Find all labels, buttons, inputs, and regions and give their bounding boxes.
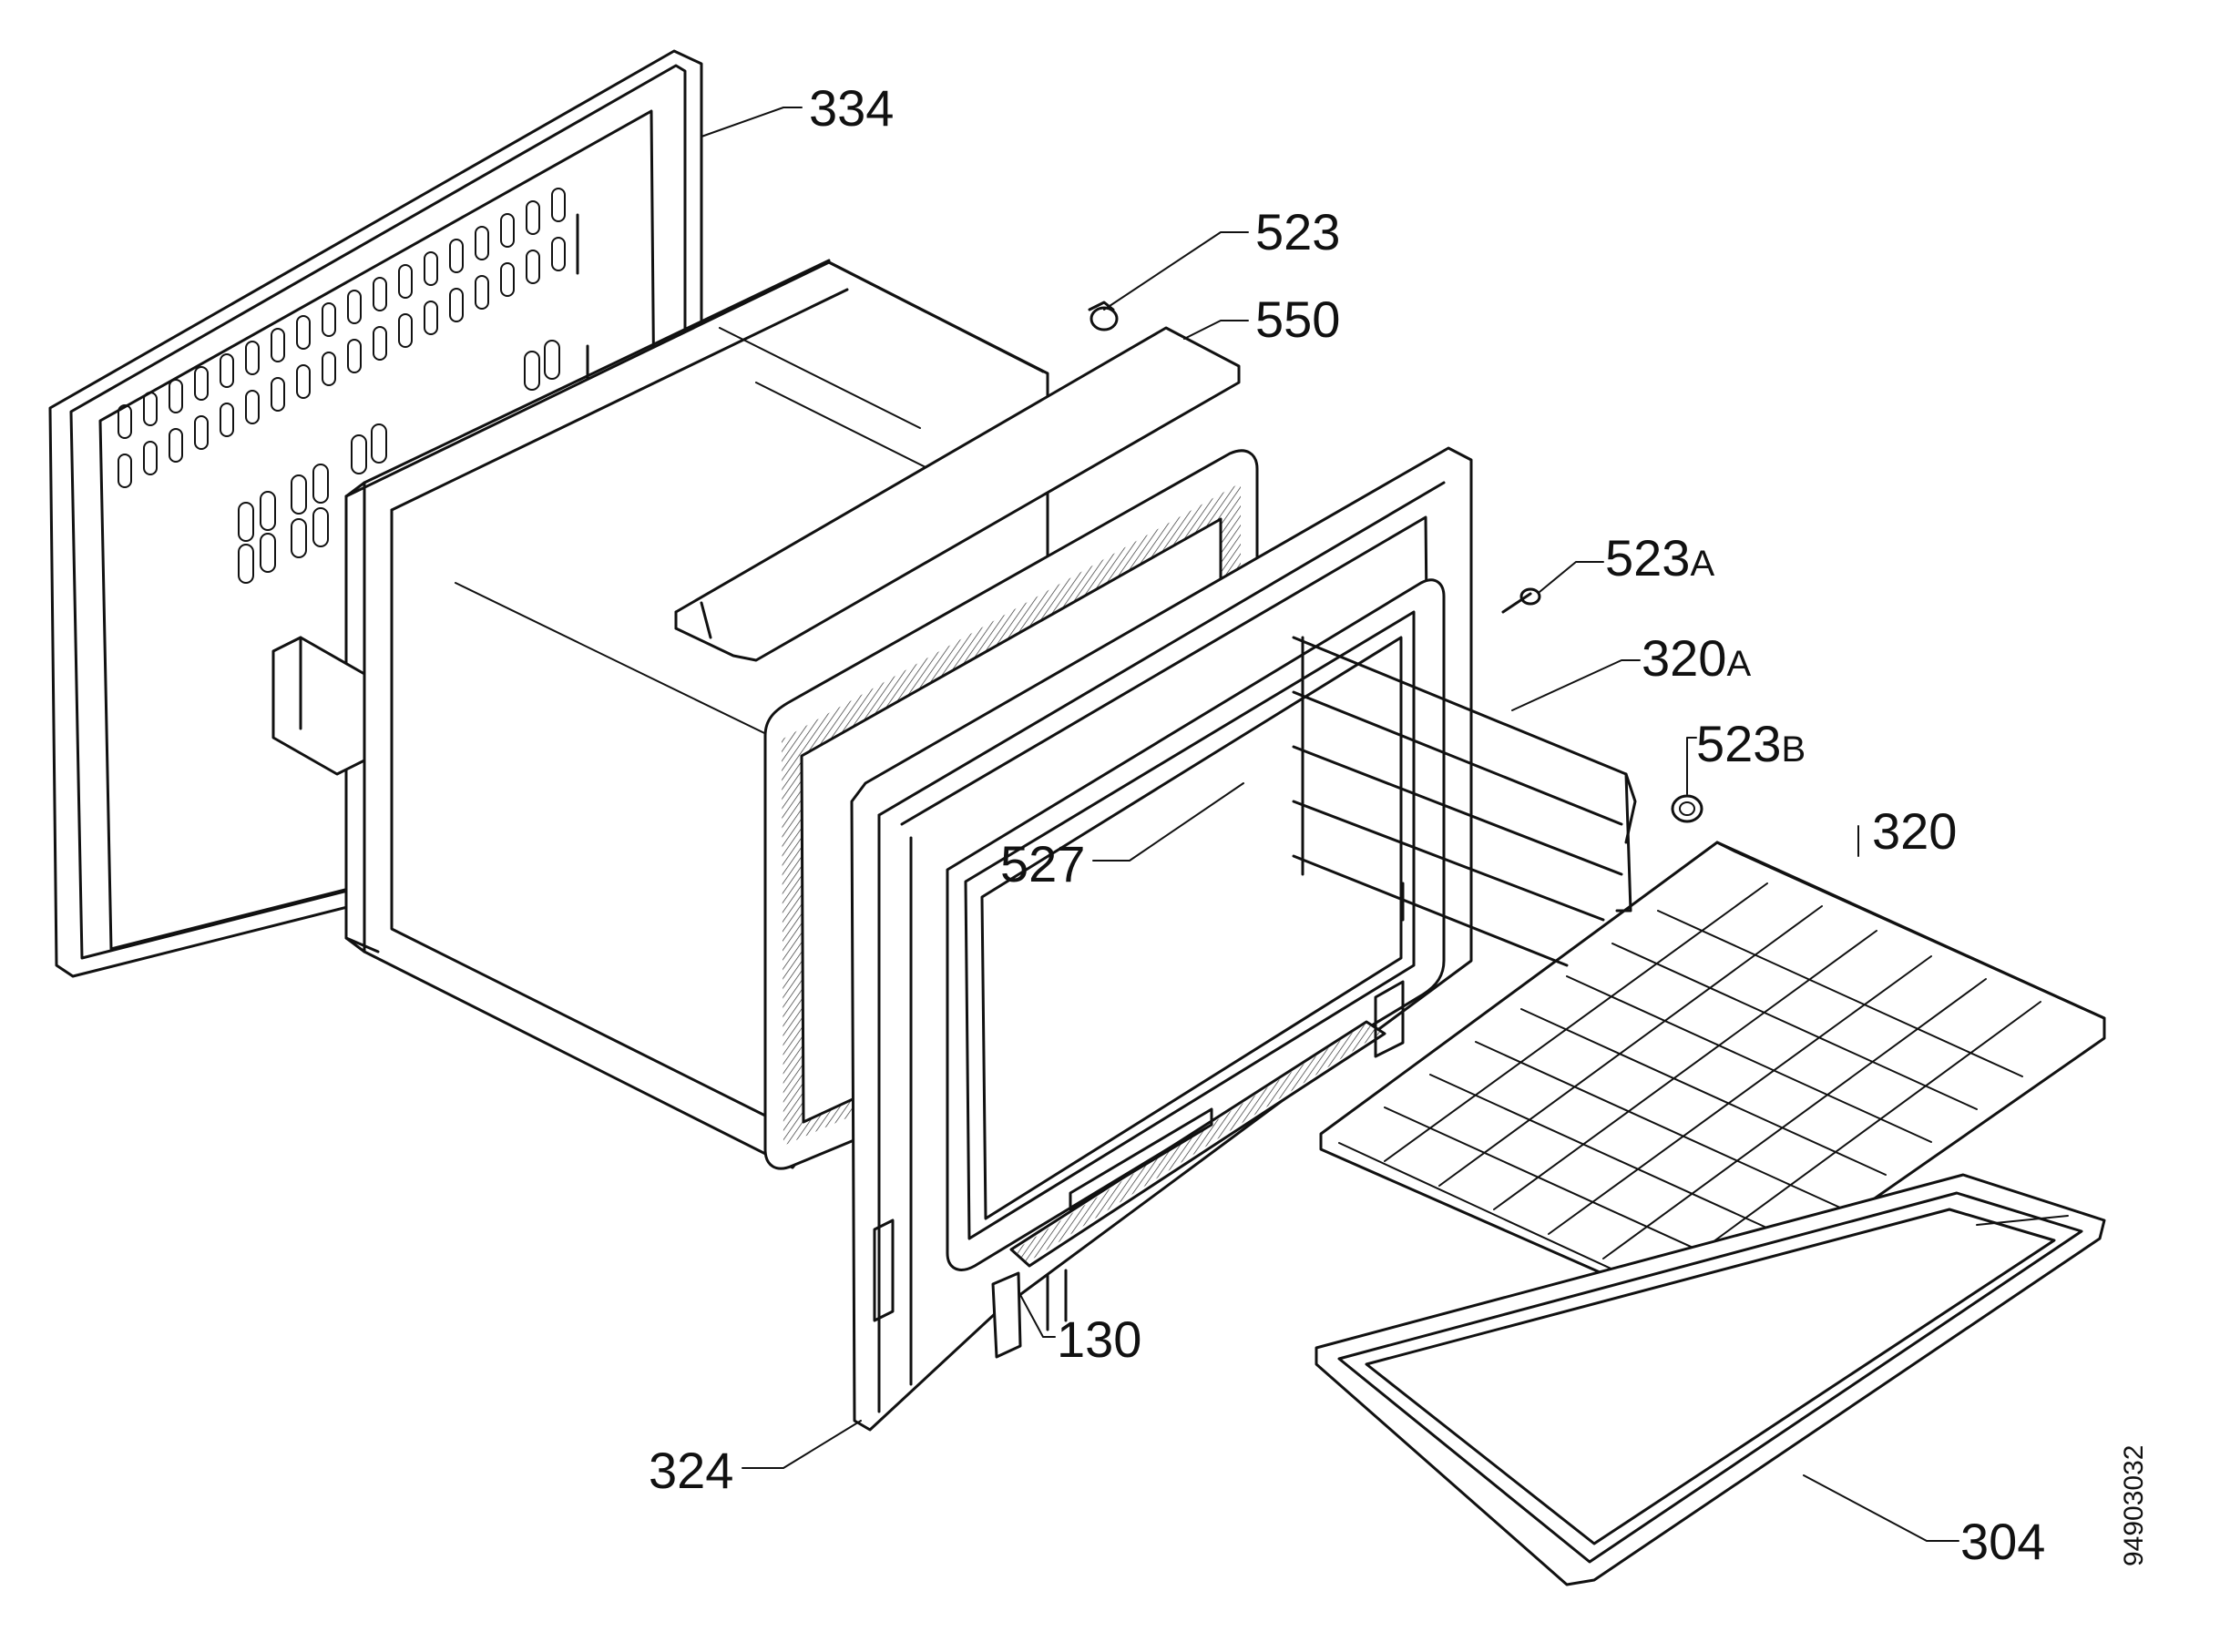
screw-523: [1088, 301, 1119, 331]
part-labels: 334 523 550 523A 320A 523B 320 527 130 3…: [649, 79, 2045, 1570]
label-304: 304: [1960, 1513, 2045, 1570]
label-320a: 320A: [1642, 629, 1751, 687]
label-320: 320: [1872, 802, 1957, 860]
label-130: 130: [1057, 1310, 1141, 1368]
label-523b: 523B: [1696, 715, 1806, 772]
screw-523b: [1671, 794, 1703, 823]
label-523: 523: [1255, 203, 1340, 260]
label-334: 334: [809, 79, 894, 137]
label-324: 324: [649, 1442, 733, 1499]
baking-tray: [1315, 1173, 2106, 1586]
front-frame: [850, 446, 1473, 1432]
top-cover-plate: [674, 326, 1241, 662]
wire-shelf: [1319, 841, 2106, 1318]
label-523a: 523A: [1605, 529, 1714, 586]
label-527: 527: [1000, 835, 1085, 892]
leader-lines: [701, 107, 1959, 1542]
side-rack: [1292, 636, 1637, 967]
drawing-code: 94903032: [2119, 1445, 2149, 1566]
vent-slots: [118, 188, 566, 584]
label-550: 550: [1255, 291, 1340, 348]
screw-523a: [1501, 587, 1541, 614]
